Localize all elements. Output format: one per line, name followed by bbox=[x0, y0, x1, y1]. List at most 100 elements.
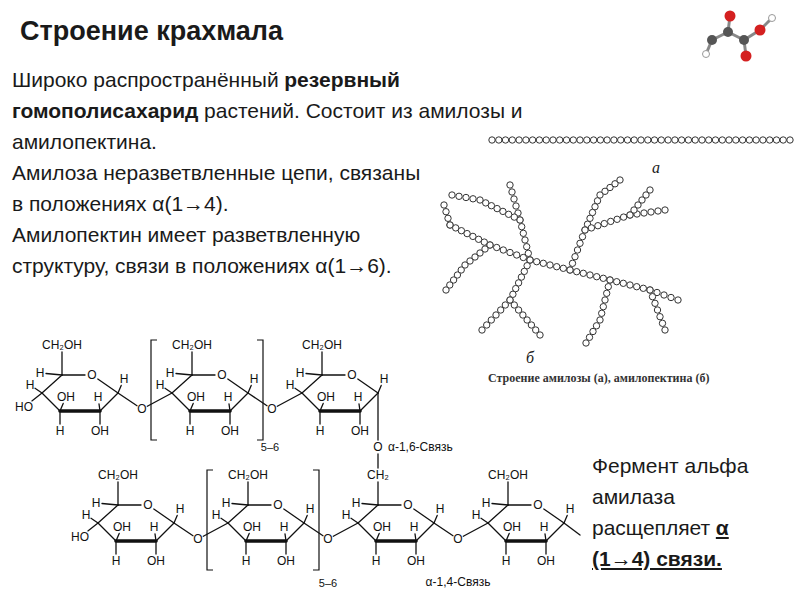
glucose-bead bbox=[587, 272, 593, 278]
glucose-bead bbox=[672, 137, 678, 143]
glucose-bead bbox=[500, 247, 506, 253]
glucose-bead bbox=[463, 194, 469, 200]
atom bbox=[703, 51, 710, 58]
atom-label: H bbox=[482, 497, 491, 509]
atom-label: H bbox=[212, 509, 221, 521]
glucose-bead bbox=[514, 252, 520, 258]
bond-line bbox=[416, 523, 434, 541]
bond-type-label: α-1,4-Связь bbox=[426, 576, 491, 588]
bracket-right bbox=[257, 340, 263, 440]
glucose-bead bbox=[479, 327, 485, 333]
glucose-bead bbox=[719, 137, 725, 143]
bond-line bbox=[147, 393, 172, 406]
bond-line bbox=[32, 393, 42, 401]
figure-caption: Строение амилозы (а), амилопектина (б) bbox=[488, 371, 709, 385]
bond-line bbox=[61, 352, 62, 375]
glucose-bead bbox=[647, 287, 653, 293]
glucose-bead bbox=[685, 137, 691, 143]
bond-line bbox=[100, 393, 118, 411]
atom-label: H bbox=[242, 555, 251, 567]
atom-label: OH bbox=[503, 521, 521, 533]
glucose-bead bbox=[574, 269, 580, 275]
glucose-bead bbox=[511, 196, 517, 202]
glucose-bead bbox=[534, 259, 540, 265]
bond-line bbox=[492, 504, 508, 506]
atom-label: O bbox=[273, 499, 282, 511]
bond-line bbox=[564, 515, 567, 523]
bond-line bbox=[102, 504, 118, 506]
glucose-bead bbox=[524, 244, 530, 250]
glucose-bead bbox=[726, 137, 732, 143]
glucose-bead bbox=[605, 284, 611, 290]
bond-line bbox=[116, 533, 119, 541]
atom-label: O bbox=[347, 369, 356, 381]
bond-line bbox=[99, 411, 100, 424]
glucose-bead bbox=[507, 249, 513, 255]
bond-line bbox=[59, 411, 60, 424]
bond-line bbox=[322, 374, 345, 375]
atom-label: H bbox=[92, 497, 101, 509]
bond-line bbox=[359, 411, 360, 424]
bond-line bbox=[176, 374, 192, 376]
glucose-bead bbox=[597, 137, 603, 143]
atom-label: H bbox=[286, 379, 295, 391]
glucose-bead bbox=[522, 237, 528, 243]
glucose-bead bbox=[787, 137, 793, 143]
bond-line bbox=[248, 393, 267, 406]
atom-label: H bbox=[250, 373, 259, 385]
bond-type-label: α-1,6-Связь bbox=[388, 441, 453, 453]
glucose-bead bbox=[599, 310, 605, 316]
bond-line bbox=[415, 541, 416, 554]
glucose-bead bbox=[445, 215, 451, 221]
bond-line bbox=[505, 541, 506, 554]
glucose-bead bbox=[651, 137, 657, 143]
bold-term: гомополисахарид bbox=[12, 99, 198, 122]
bond-line bbox=[60, 403, 63, 411]
glucose-bead bbox=[601, 220, 607, 226]
atom-label: HO bbox=[15, 401, 33, 413]
atom-label: CH₂OH bbox=[488, 469, 528, 481]
atom-label: OH bbox=[277, 555, 295, 567]
glucose-bead bbox=[494, 244, 500, 250]
glucose-chain bbox=[441, 137, 793, 346]
description-text: Амилоза неразветвленные цепи, связаны в … bbox=[12, 157, 432, 281]
atom-label: H bbox=[280, 521, 289, 533]
glucose-bead bbox=[449, 192, 455, 198]
glucose-bead bbox=[647, 187, 653, 193]
bond-line bbox=[415, 534, 416, 541]
glucose-bead bbox=[607, 277, 613, 283]
bond-line bbox=[375, 541, 376, 554]
bracket-right bbox=[313, 470, 319, 570]
bond-line bbox=[232, 504, 248, 506]
glucose-bead bbox=[658, 137, 664, 143]
atom bbox=[725, 11, 736, 22]
text-run: Широко распространённый bbox=[12, 68, 279, 91]
bond-line bbox=[190, 409, 230, 413]
glucose-bead bbox=[604, 290, 610, 296]
glucose-bead bbox=[665, 137, 671, 143]
glucose-bead bbox=[600, 304, 606, 310]
repeat-count: 5–6 bbox=[261, 441, 279, 453]
glucose-bead bbox=[668, 294, 674, 300]
bond-line bbox=[245, 541, 246, 554]
bond-line bbox=[377, 393, 378, 440]
atom-label: O bbox=[323, 533, 332, 545]
bold-term: резервный bbox=[284, 68, 400, 91]
glucose-bead bbox=[582, 227, 588, 233]
glucose-bead bbox=[560, 265, 566, 271]
bond-line bbox=[60, 409, 100, 413]
bond-line bbox=[320, 403, 323, 411]
atom bbox=[741, 51, 752, 62]
bond-line bbox=[376, 533, 379, 541]
glucose-bead bbox=[577, 137, 583, 143]
glucose-bead bbox=[638, 137, 644, 143]
glucose-bead bbox=[753, 137, 759, 143]
bond-line bbox=[118, 393, 137, 406]
atom-label: CH₂OH bbox=[98, 469, 138, 481]
atom-label: H bbox=[502, 555, 511, 567]
intro-text: Широко распространённыйрезервный гомополи… bbox=[12, 64, 672, 157]
glucose-bead bbox=[661, 292, 667, 298]
glucose-bead bbox=[577, 240, 583, 246]
glucose-bead bbox=[595, 223, 601, 229]
atom-label: H bbox=[372, 555, 381, 567]
